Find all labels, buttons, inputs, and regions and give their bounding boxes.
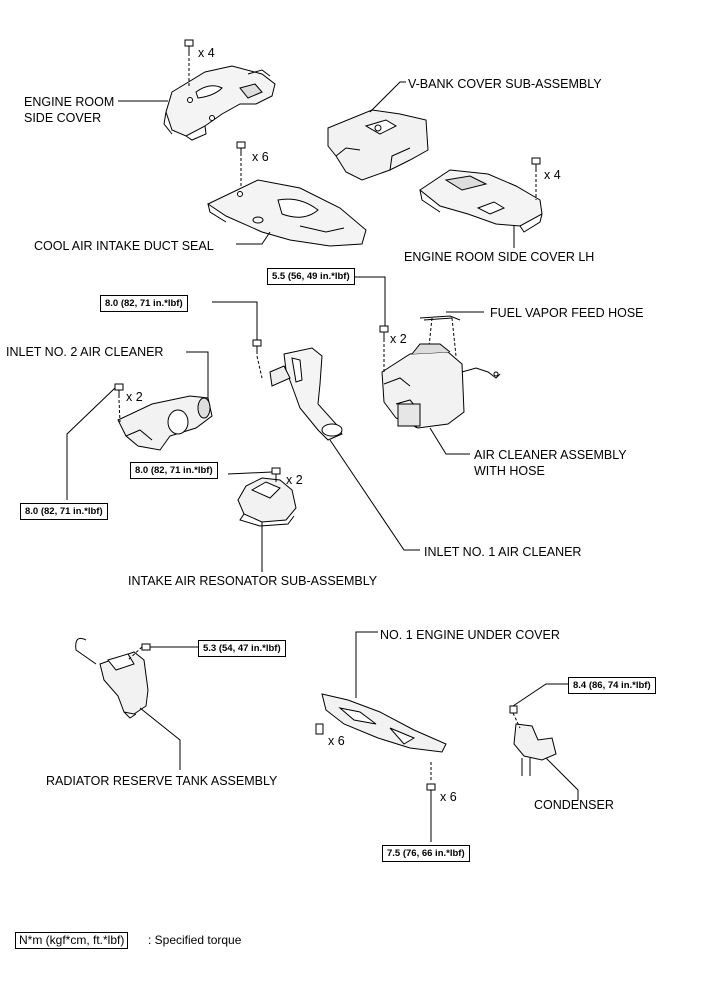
label-v-bank-cover: V-BANK COVER SUB-ASSEMBLY: [408, 77, 602, 91]
bolt-icon: [184, 39, 194, 86]
label-inlet-no2-air-cleaner: INLET NO. 2 AIR CLEANER: [6, 345, 164, 359]
quantity-label: x 6: [252, 150, 269, 164]
bolt-icon: [379, 325, 389, 372]
torque-spec-box: 5.3 (54, 47 in.*lbf): [198, 640, 286, 657]
condenser-part: [513, 723, 557, 776]
label-line: AIR CLEANER ASSEMBLY: [474, 448, 627, 462]
bolt-icon: [426, 762, 436, 798]
label-engine-room-side-cover-lh: ENGINE ROOM SIDE COVER LH: [404, 250, 595, 264]
inlet-no2-air-cleaner-part: [117, 395, 213, 451]
label-cool-air-intake-duct-seal: COOL AIR INTAKE DUCT SEAL: [34, 239, 214, 253]
bolt-icon: [252, 339, 263, 379]
label-line: SIDE COVER: [24, 111, 102, 125]
inlet-no1-air-cleaner-part: [269, 347, 343, 441]
quantity-label: x 2: [286, 473, 303, 487]
bolt-icon: [271, 467, 281, 482]
label-engine-room-side-cover: ENGINE ROOM SIDE COVER: [24, 94, 114, 126]
quantity-label: x 2: [126, 390, 143, 404]
bolt-icon: [509, 705, 521, 729]
quantity-label: x 6: [328, 734, 345, 748]
legend-torque-box: N*m (kgf*cm, ft.*lbf): [15, 932, 129, 949]
intake-air-resonator-part: [237, 477, 297, 527]
bolt-icon: [315, 723, 324, 735]
label-line: ENGINE ROOM: [24, 95, 115, 109]
engine-room-side-cover-part: [163, 65, 276, 141]
engine-room-side-cover-lh-part: [419, 169, 543, 233]
label-no1-engine-under-cover: NO. 1 ENGINE UNDER COVER: [380, 628, 560, 642]
label-radiator-reserve-tank: RADIATOR RESERVE TANK ASSEMBLY: [46, 774, 278, 788]
torque-spec-box: 8.4 (86, 74 in.*lbf): [568, 677, 656, 694]
label-fuel-vapor-feed-hose: FUEL VAPOR FEED HOSE: [490, 306, 644, 320]
quantity-label: x 6: [440, 790, 457, 804]
label-line: WITH HOSE: [474, 464, 545, 478]
label-air-cleaner-assembly: AIR CLEANER ASSEMBLY WITH HOSE: [474, 447, 627, 479]
bolt-icon: [531, 157, 541, 200]
torque-spec-box: 5.5 (56, 49 in.*lbf): [267, 268, 355, 285]
label-inlet-no1-air-cleaner: INLET NO. 1 AIR CLEANER: [424, 545, 582, 559]
cool-air-intake-duct-seal-part: [206, 179, 367, 247]
label-condenser: CONDENSER: [534, 798, 614, 812]
bolt-icon: [114, 383, 124, 423]
legend-description: : Specified torque: [148, 933, 242, 947]
torque-spec-box: 7.5 (76, 66 in.*lbf): [382, 845, 470, 862]
torque-spec-box: 8.0 (82, 71 in.*lbf): [100, 295, 188, 312]
v-bank-cover-part: [327, 109, 429, 181]
torque-spec-box: 8.0 (82, 71 in.*lbf): [130, 462, 218, 479]
air-cleaner-assembly-part: [381, 343, 501, 429]
torque-spec-box: 8.0 (82, 71 in.*lbf): [20, 503, 108, 520]
quantity-label: x 4: [544, 168, 561, 182]
quantity-label: x 2: [390, 332, 407, 346]
radiator-reserve-tank-part: [75, 637, 149, 719]
no1-engine-under-cover-part: [321, 693, 447, 753]
quantity-label: x 4: [198, 46, 215, 60]
label-intake-air-resonator: INTAKE AIR RESONATOR SUB-ASSEMBLY: [128, 574, 378, 588]
bolt-icon: [236, 141, 246, 188]
